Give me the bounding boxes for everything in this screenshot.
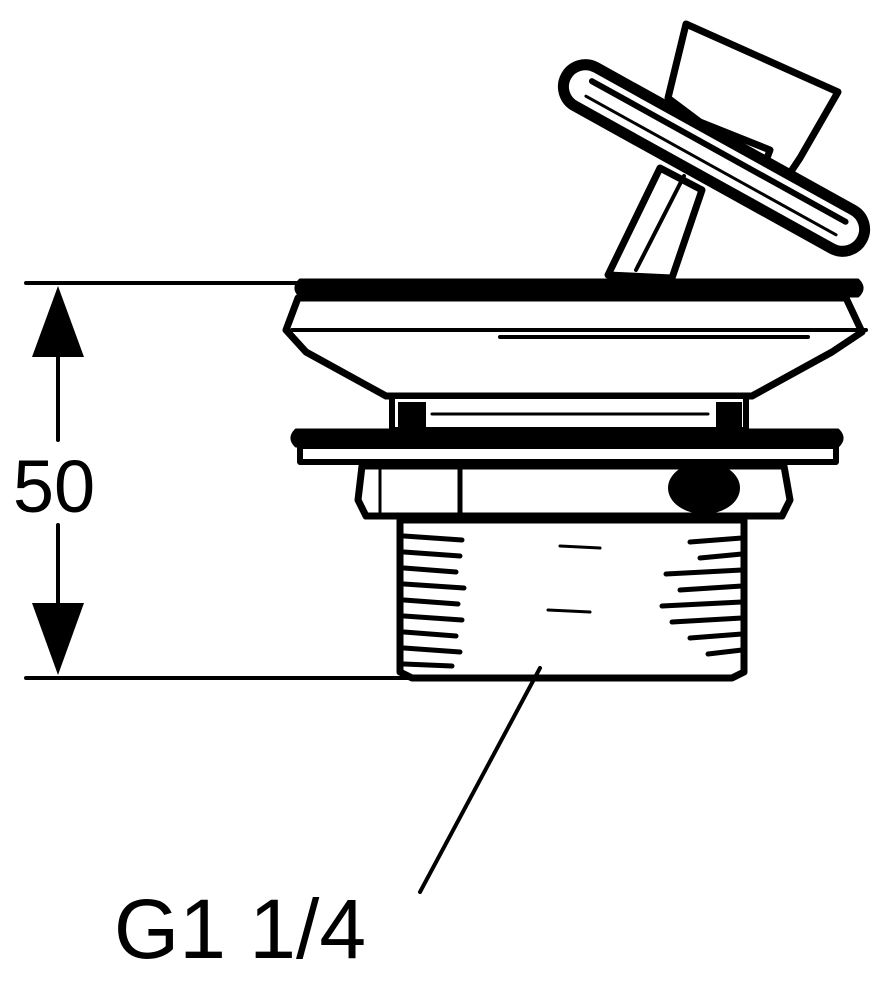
hex-locknut (354, 462, 794, 520)
dimension-value: 50 (13, 445, 95, 528)
thread-marks-right (659, 535, 745, 657)
stopper-disc (557, 59, 871, 257)
dimension-arrow-down (32, 603, 84, 675)
thread-size-label: G1 1/4 (114, 882, 366, 976)
plug-knob (557, 20, 871, 282)
leader-line (418, 666, 542, 894)
knob-stem-highlight (634, 174, 686, 272)
flange-rim (294, 278, 864, 298)
strainer-neck (389, 393, 749, 433)
flange-cone (282, 294, 866, 400)
threaded-tail (396, 516, 748, 682)
strainer-flange (282, 278, 868, 400)
dimension-arrow-up (32, 286, 84, 357)
rubber-washer (290, 428, 844, 465)
thread-marks-left (401, 533, 467, 669)
knob-stem (604, 164, 706, 282)
height-dimension: 50 (13, 281, 412, 680)
thread-callout: G1 1/4 (114, 666, 542, 976)
